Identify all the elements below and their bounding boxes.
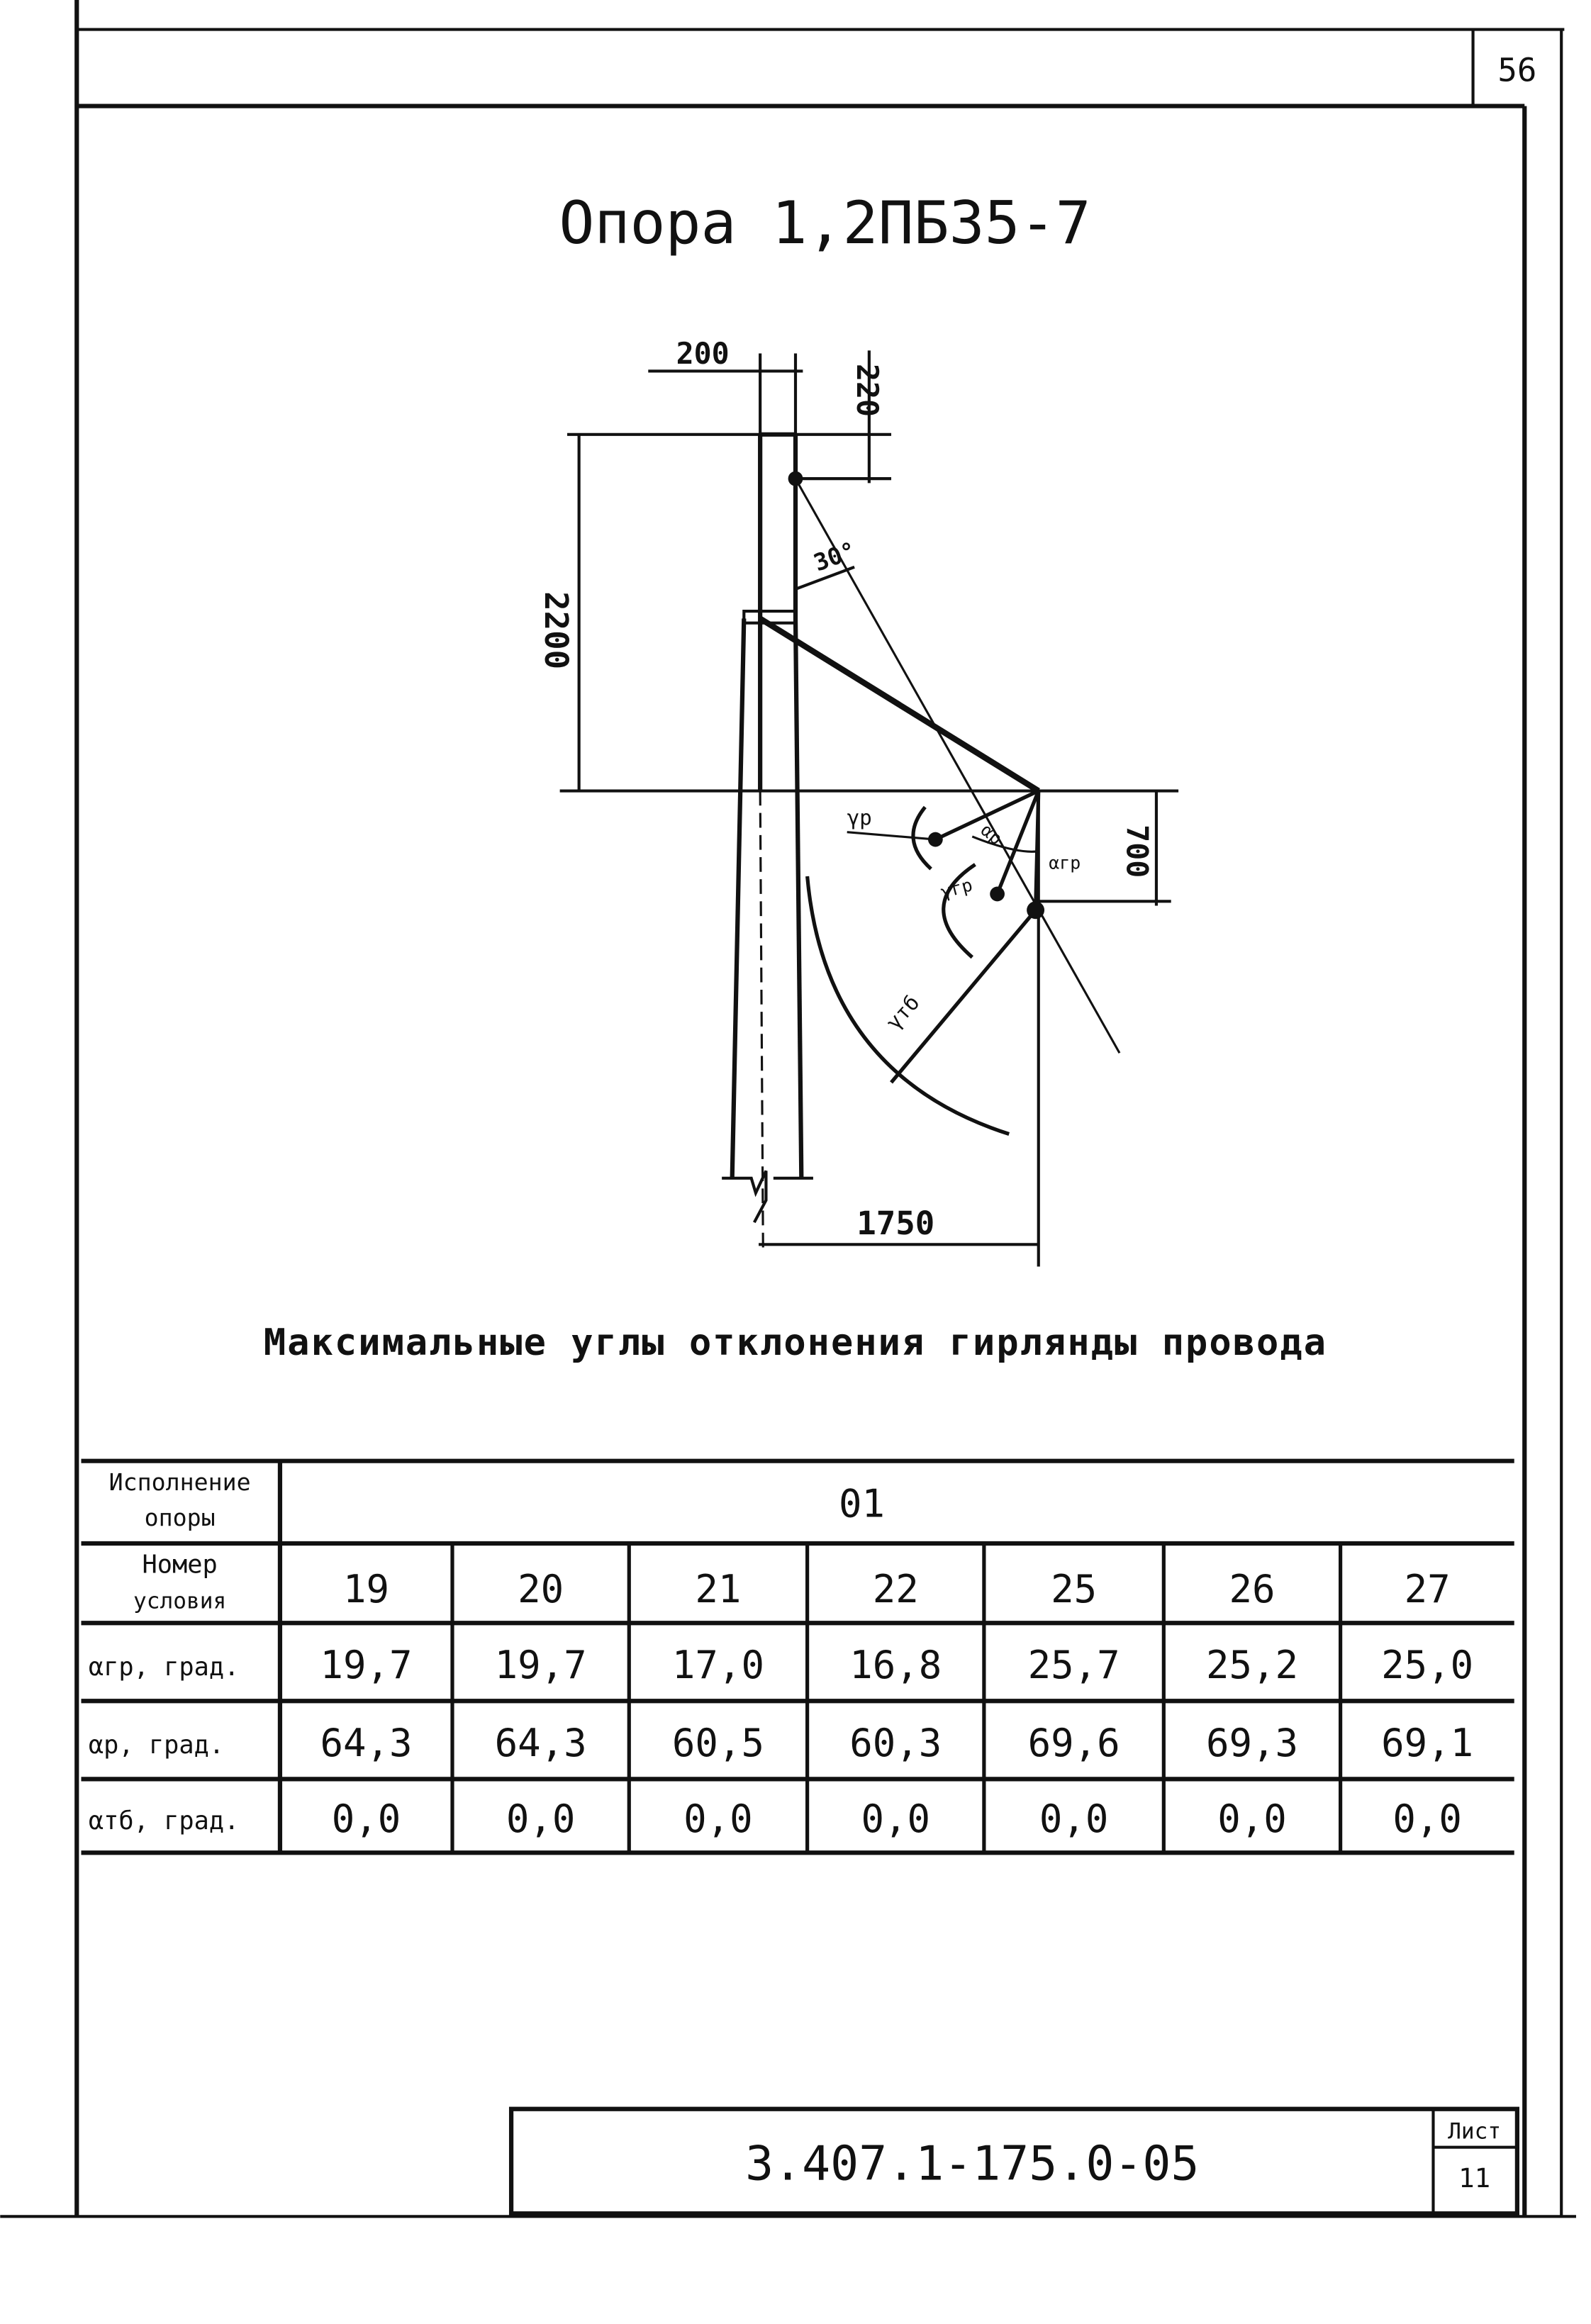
label-alpha-gr: αгр: [1049, 853, 1081, 873]
label-gamma-tb: γтб: [881, 990, 924, 1034]
table-cell: 25,0: [1381, 1643, 1473, 1687]
suspension-point-top: [788, 471, 803, 486]
label-gamma-gr: γгр: [939, 874, 975, 903]
table-cell: 69,3: [1206, 1721, 1298, 1765]
dim-700: 700: [1120, 825, 1154, 878]
table-cell: 69,1: [1381, 1721, 1473, 1765]
table-cell: 0,0: [861, 1797, 930, 1841]
sheet-corner-number: 56: [1497, 51, 1536, 89]
sheet-frame: [0, 0, 1576, 2218]
row-label: αтб, град.: [89, 1806, 240, 1836]
label-gamma-r: γр: [847, 805, 872, 829]
wire-point-r: [927, 832, 943, 847]
table-cell: 0,0: [1392, 1797, 1462, 1841]
condition-number-cell: 22: [873, 1567, 919, 1611]
table-cell: 17,0: [672, 1643, 764, 1687]
deviation-angles-table: Исполнение опоры 01 Номер условия 19 20 21…: [81, 1458, 1514, 1855]
header-execution-line2: опоры: [145, 1504, 216, 1531]
sheet-label: Лист: [1448, 2118, 1501, 2144]
condition-number-cell: 19: [343, 1567, 389, 1611]
pole-drawing: 200 220 2200 700 1750 30° γр αр γгр αгр …: [537, 336, 1179, 1267]
wire-point-tb: [1027, 901, 1045, 920]
header-condition-line2: условия: [133, 1588, 226, 1614]
dim-2200: 2200: [537, 591, 575, 669]
table-cell: 25,7: [1028, 1643, 1120, 1687]
dim-220: 220: [850, 364, 885, 417]
table-title: Максимальные углы отклонения гирлянды пр…: [264, 1322, 1327, 1364]
table-cell: 0,0: [506, 1797, 576, 1841]
table-cell: 64,3: [495, 1721, 587, 1765]
condition-number-cell: 26: [1229, 1567, 1275, 1611]
dim-1750: 1750: [856, 1205, 934, 1242]
row-label: αр, град.: [89, 1731, 224, 1760]
table-cell: 0,0: [1039, 1797, 1109, 1841]
condition-number-cell: 25: [1051, 1567, 1097, 1611]
wire-point-gr: [990, 886, 1005, 902]
row-label: αгр, град.: [89, 1653, 240, 1682]
table-cell: 19,7: [495, 1643, 587, 1687]
page-title: Опора 1,2ПБ35-7: [559, 189, 1090, 257]
condition-number-cell: 21: [695, 1567, 741, 1611]
table-cell: 16,8: [849, 1643, 942, 1687]
header-execution-line1: Исполнение: [109, 1468, 251, 1496]
document-number: 3.407.1-175.0-05: [745, 2135, 1199, 2191]
condition-number-cell: 27: [1405, 1567, 1451, 1611]
dim-200: 200: [676, 336, 730, 371]
header-condition-line1: Номер: [143, 1551, 218, 1580]
table-cell: 25,2: [1206, 1643, 1298, 1687]
table-cell: 64,3: [320, 1721, 412, 1765]
execution-value: 01: [839, 1482, 885, 1526]
table-cell: 19,7: [320, 1643, 412, 1687]
table-cell: 60,5: [672, 1721, 764, 1765]
angle-30-label: 30°: [810, 536, 860, 576]
table-cell: 0,0: [1217, 1797, 1287, 1841]
table-cell: 0,0: [683, 1797, 753, 1841]
table-cell: 60,3: [849, 1721, 942, 1765]
table-cell: 0,0: [332, 1797, 401, 1841]
table-cell: 69,6: [1028, 1721, 1120, 1765]
sheet-number: 11: [1458, 2162, 1490, 2194]
condition-number-cell: 20: [518, 1567, 564, 1611]
title-block: [508, 2106, 1519, 2216]
